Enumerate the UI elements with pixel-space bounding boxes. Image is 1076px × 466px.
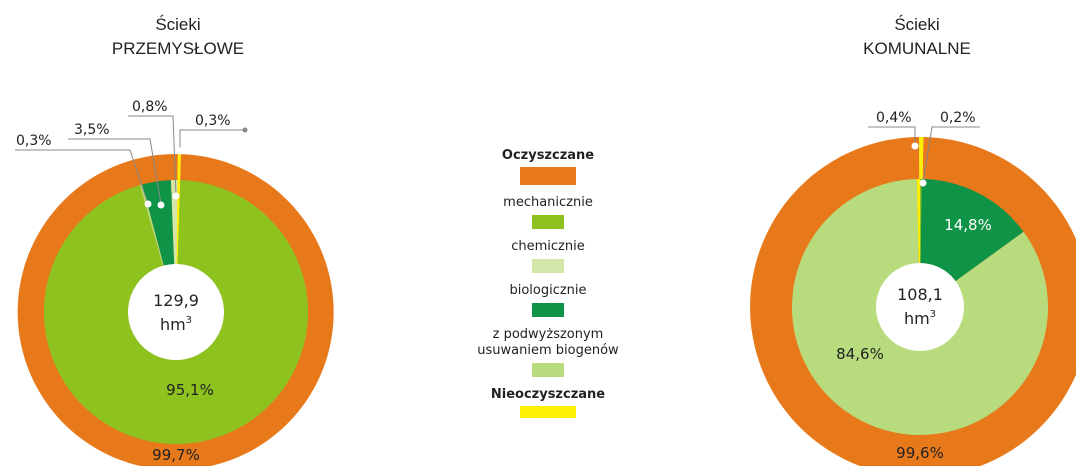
chart-industrial-callouts [15,115,245,205]
callout-line-biogeny [15,149,149,205]
legend-mechanicznie-label: mechanicznie [503,195,593,210]
legend-biologicznie-swatch [532,303,564,317]
callout-line-nieoczyszczane [179,129,245,150]
callout-dot-nieoczyszczane-r [911,142,919,150]
chart-municipal-callouts [868,126,980,183]
chart-industrial-center-hole [128,264,224,360]
chart-industrial-title-line1: Ścieki [155,15,200,34]
chart-industrial-label-biologicznie: 3,5% [74,122,110,138]
callout-dot-biologicznie [157,201,165,209]
chart-municipal-label-mechanicznie: 0,2% [940,110,976,126]
chart-municipal-label-oczyszczane: 99,6% [896,444,944,462]
legend-biologicznie-label: biologicznie [509,283,587,298]
callout-dot-chemicznie [172,192,180,200]
chart-municipal-title-line1: Ścieki [894,15,939,34]
chart-municipal-label-biologicznie: 14,8% [944,216,992,234]
chart-municipal-center-unit-base: hm [904,309,930,328]
callout-dot-mechanicznie-r [919,179,927,187]
chart-industrial-title-line2: PRZEMYSŁOWE [112,39,244,58]
chart-municipal-center-value: 108,1 [897,285,943,304]
legend-biogeny-label-2: usuwaniem biogenów [477,343,619,358]
chart-municipal-center-unit: hm3 [904,309,936,328]
chart-industrial-center-unit-base: hm [160,315,186,334]
chart-municipal: Ścieki KOMUNALNE 108,1 hm3 14,8% 84,6% 9… [750,15,1076,466]
chart-municipal-title-line2: KOMUNALNE [863,39,971,58]
chart-industrial-center-value: 129,9 [153,291,199,310]
chart-industrial-label-oczyszczane: 99,7% [152,446,200,464]
legend-biogeny-label-1: z podwyższonym [492,327,604,342]
callout-line-mechanicznie-r [922,126,980,183]
chart-municipal-label-biogeny: 84,6% [836,345,884,363]
legend-biogeny-swatch [532,363,564,377]
callout-line-nieoczyszczane-r [868,126,916,145]
chart-industrial: Ścieki PRZEMYSŁOWE 129,9 hm3 95,1% 99,7%… [15,15,334,466]
legend-nieoczyszczane-label: Nieoczyszczane [490,387,606,402]
chart-municipal-center-unit-sup: 3 [930,309,936,320]
legend: Oczyszczane mechanicznie chemicznie biol… [430,148,666,418]
legend-oczyszczane-label: Oczyszczane [501,148,595,163]
legend-oczyszczane-swatch [520,167,576,185]
callout-line-biologicznie [68,138,162,205]
legend-chemicznie-label: chemicznie [511,239,585,254]
legend-chemicznie-swatch [532,259,564,273]
chart-industrial-label-chemicznie: 0,8% [132,99,168,115]
chart-industrial-label-mechanicznie: 95,1% [166,381,214,399]
chart-industrial-label-biogeny: 0,3% [16,133,52,149]
callout-dot-biogeny [144,200,152,208]
chart-industrial-center-unit: hm3 [160,315,192,334]
chart-industrial-center-unit-sup: 3 [186,315,192,326]
legend-nieoczyszczane-swatch [520,406,576,418]
chart-municipal-center-hole [876,263,964,351]
chart-industrial-label-nieoczyszczane: 0,3% [195,113,231,129]
callout-end-dot-right [242,127,248,133]
chart-municipal-label-nieoczyszczane: 0,4% [876,110,912,126]
legend-mechanicznie-swatch [532,215,564,229]
callout-line-chemicznie [128,115,177,196]
callout-dot-nieoczyszczane [176,147,184,155]
